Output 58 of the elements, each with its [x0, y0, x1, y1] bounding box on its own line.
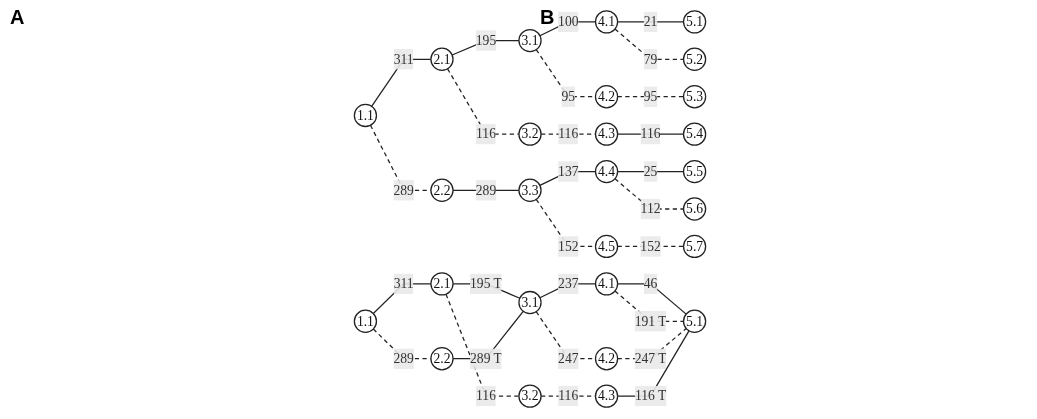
node-circle: 5.2	[682, 47, 707, 71]
node-circle: 5.1	[682, 10, 707, 34]
edge-label: 25	[643, 163, 658, 179]
edge-label: 100	[558, 14, 579, 29]
edge-label: 116	[476, 388, 496, 403]
node-circle: 1.1	[353, 103, 378, 128]
node-circle: 5.7	[682, 234, 707, 259]
node-circle: 2.2	[430, 178, 454, 202]
node-circle: 5.5	[682, 159, 707, 184]
node-circle: 3.2	[518, 122, 542, 146]
edge-label: 191 T	[634, 313, 667, 329]
edge-label: 116	[558, 126, 579, 141]
edge-label: 95	[643, 89, 658, 104]
edge-label: 116	[476, 126, 496, 141]
node-circle: 3.3	[518, 178, 542, 202]
node-circle: 1.1	[353, 309, 378, 333]
edge-label: 137	[558, 163, 579, 179]
node-circle: 2.2	[430, 347, 454, 371]
edge-label: 46	[643, 276, 658, 291]
edge-label: 289	[475, 182, 497, 198]
node-circle: 4.5	[594, 234, 619, 259]
node-circle: 5.6	[682, 197, 707, 221]
edge-label: 116 T	[634, 388, 667, 403]
edge-label: 247 T	[634, 351, 667, 366]
node-circle: 3.1	[518, 28, 542, 53]
edge-label: 237	[558, 276, 579, 291]
node-circle: 4.4	[594, 159, 619, 184]
node-circle: 2.1	[430, 47, 454, 71]
node-circle: 2.1	[430, 272, 454, 296]
edge-label: 116	[558, 388, 579, 403]
edge-label: 112	[640, 201, 661, 216]
edge-label: 152	[558, 238, 579, 254]
edge-label: 311	[393, 276, 414, 291]
node-circle: 3.2	[518, 384, 542, 408]
edge-label: 116	[640, 126, 661, 141]
edge-label: 195 T	[470, 276, 502, 291]
edge-label: 21	[643, 14, 658, 29]
edge-label: 79	[643, 51, 658, 67]
edge-label: 247	[558, 351, 579, 366]
edge-label: 152	[640, 238, 661, 254]
edge-label: 289	[393, 351, 414, 366]
edge-label: 311	[393, 51, 414, 67]
node-circle: 4.3	[594, 122, 619, 146]
node-circle: 4.2	[594, 347, 619, 371]
node-circle: 5.3	[682, 85, 707, 109]
edge-label: 95	[561, 89, 576, 104]
node-circle: 3.1	[518, 290, 542, 315]
edge-label: 195	[475, 32, 497, 48]
panel-label: B	[540, 6, 555, 29]
node-circle: 4.1	[594, 10, 619, 34]
node-circle: 5.4	[682, 122, 707, 146]
node-circle: 4.3	[594, 384, 619, 408]
node-circle: 5.1	[682, 309, 707, 333]
edge-label: 289	[393, 182, 414, 198]
edge-label: 289 T	[470, 351, 502, 366]
panel-label: A	[10, 6, 25, 29]
node-circle: 4.2	[594, 85, 619, 109]
node-circle: 4.1	[594, 272, 619, 296]
